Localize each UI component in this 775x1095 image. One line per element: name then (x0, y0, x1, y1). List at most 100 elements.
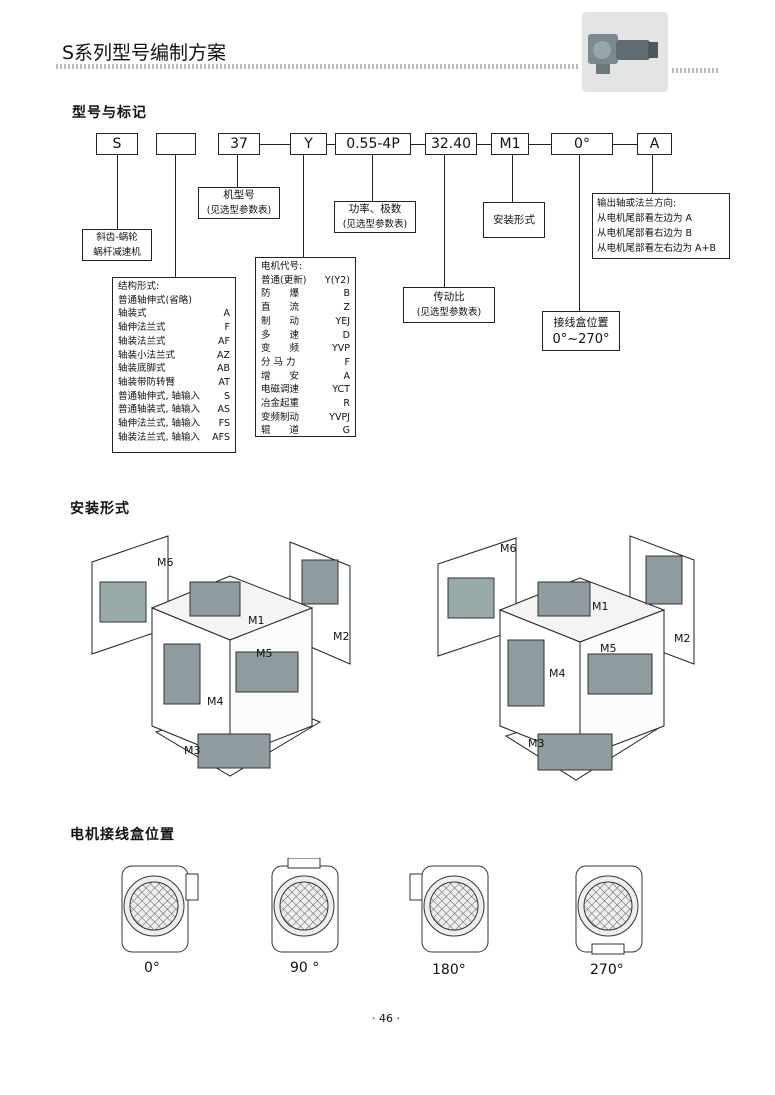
item-name: 防 爆 (261, 288, 300, 300)
connector (303, 155, 304, 257)
item-name: 轴装式 (118, 308, 147, 320)
code-box-output: A (637, 133, 672, 155)
position-label-m2: M2 (674, 632, 691, 645)
motor-front-0deg (121, 865, 199, 953)
item-name: 轴装法兰式, 轴输入 (118, 431, 201, 443)
position-label-m6: M6 (157, 556, 174, 569)
connector (512, 155, 513, 202)
list-item: 轴装式 A (118, 307, 230, 321)
item-code: S (223, 390, 230, 402)
connector (611, 144, 637, 145)
structure-form-list: 结构形式: 普通轴伸式(省略) 轴装式 A 轴伸法兰式 F 轴装法兰式 AF 轴装小法兰式 AZ… (112, 277, 236, 453)
ratio-label: 传动比(见选型参数表) (403, 287, 495, 323)
connector (444, 155, 445, 287)
item-code: F (344, 356, 350, 368)
frame-label: 机型号(见选型参数表) (198, 187, 280, 219)
motor-front-180deg (409, 865, 489, 953)
item-name: 普通轴装式, 轴输入 (118, 404, 201, 416)
mounting-label: 安装形式 (483, 202, 545, 238)
item-code: A (343, 370, 351, 382)
motor-front-90deg (271, 858, 339, 953)
list-item: 轴装法兰式 AF (118, 335, 230, 349)
item-name: 普通轴伸式, 轴输入 (118, 390, 201, 402)
connector (652, 155, 653, 193)
position-label-m5: M5 (256, 647, 273, 660)
item-code: Y(Y2) (324, 274, 350, 286)
item-name: 增 安 (261, 370, 300, 382)
item-name: 直 流 (261, 302, 300, 314)
angle-label-90: 90 ° (290, 960, 320, 976)
power-label: 功率、极数(见选型参数表) (334, 201, 416, 233)
connector (175, 155, 176, 277)
code-box-series: S (96, 133, 138, 155)
code-box-ratio: 32.40 (425, 133, 477, 155)
list-item: 冶金起重 R (261, 397, 350, 411)
install-section-title: 安装形式 (70, 501, 130, 517)
terminal-section-title: 电机接线盒位置 (70, 827, 175, 843)
item-code: A (223, 308, 231, 320)
item-name: 轴装带防转臂 (118, 376, 176, 388)
item-name: 轴伸法兰式 (118, 322, 166, 334)
item-code: F (224, 322, 230, 334)
item-code: YVPJ (329, 411, 350, 423)
item-name: 轴装法兰式 (118, 335, 166, 347)
item-name: 多 速 (261, 329, 300, 341)
item-code: Z (343, 302, 350, 314)
list-item: 普通(更新) Y(Y2) (261, 274, 350, 288)
position-label-m1: M1 (248, 614, 265, 627)
model-section-title: 型号与标记 (72, 105, 147, 121)
item-code: AFS (212, 431, 230, 443)
mounting-diagram-right (437, 535, 695, 781)
list-item: 轴伸法兰式 F (118, 321, 230, 335)
connector (325, 144, 335, 145)
position-label-m6: M6 (500, 542, 517, 555)
code-box-structure (156, 133, 196, 155)
list-item: 普通轴伸式, 轴输入 S (118, 390, 230, 404)
angle-label-180: 180° (432, 962, 466, 978)
page-number: · 46 · (372, 1012, 400, 1025)
position-label-m3: M3 (184, 744, 201, 757)
position-label-m2: M2 (333, 630, 350, 643)
item-name: 电磁调速 (261, 384, 300, 396)
connector (579, 155, 580, 311)
item-code: D (342, 329, 350, 341)
item-code: R (343, 398, 350, 410)
item-name: 普通轴伸式(省略) (118, 294, 192, 306)
structure-list-title: 结构形式: (118, 281, 160, 292)
list-item: 轴装小法兰式 AZ (118, 349, 230, 363)
item-code: YVP (331, 343, 350, 355)
gearmotor-photo (582, 12, 668, 92)
code-box-frame: 37 (218, 133, 260, 155)
item-name: 冶金起重 (261, 398, 300, 410)
item-code: AZ (216, 349, 230, 361)
item-name: 轴装小法兰式 (118, 349, 176, 361)
item-code: AB (216, 363, 230, 375)
item-name: 轴装底脚式 (118, 363, 166, 375)
output-direction-label: 输出轴或法兰方向: 从电机尾部看左边为 A 从电机尾部看右边为 B 从电机尾部看… (592, 193, 730, 259)
connector (372, 155, 373, 201)
gear-type-label: 斜齿-蜗轮蜗杆减速机 (82, 229, 152, 261)
item-code: AF (218, 335, 230, 347)
header-divider (56, 64, 578, 69)
motor-list-title: 电机代号: (261, 261, 303, 272)
item-name: 普通(更新) (261, 274, 307, 286)
angle-label-270: 270° (590, 962, 624, 978)
list-item: 轴装底脚式 AB (118, 362, 230, 376)
angle-label-0: 0° (144, 960, 160, 976)
connector (237, 155, 238, 187)
connector (475, 144, 491, 145)
item-code: YCT (332, 384, 350, 396)
page-title: S系列型号编制方案 (62, 42, 227, 64)
item-code: G (342, 425, 350, 437)
code-box-mounting: M1 (491, 133, 529, 155)
list-item: 电磁调速 YCT (261, 383, 350, 397)
header-divider-right (672, 68, 720, 73)
item-name: 变频制动 (261, 411, 300, 423)
